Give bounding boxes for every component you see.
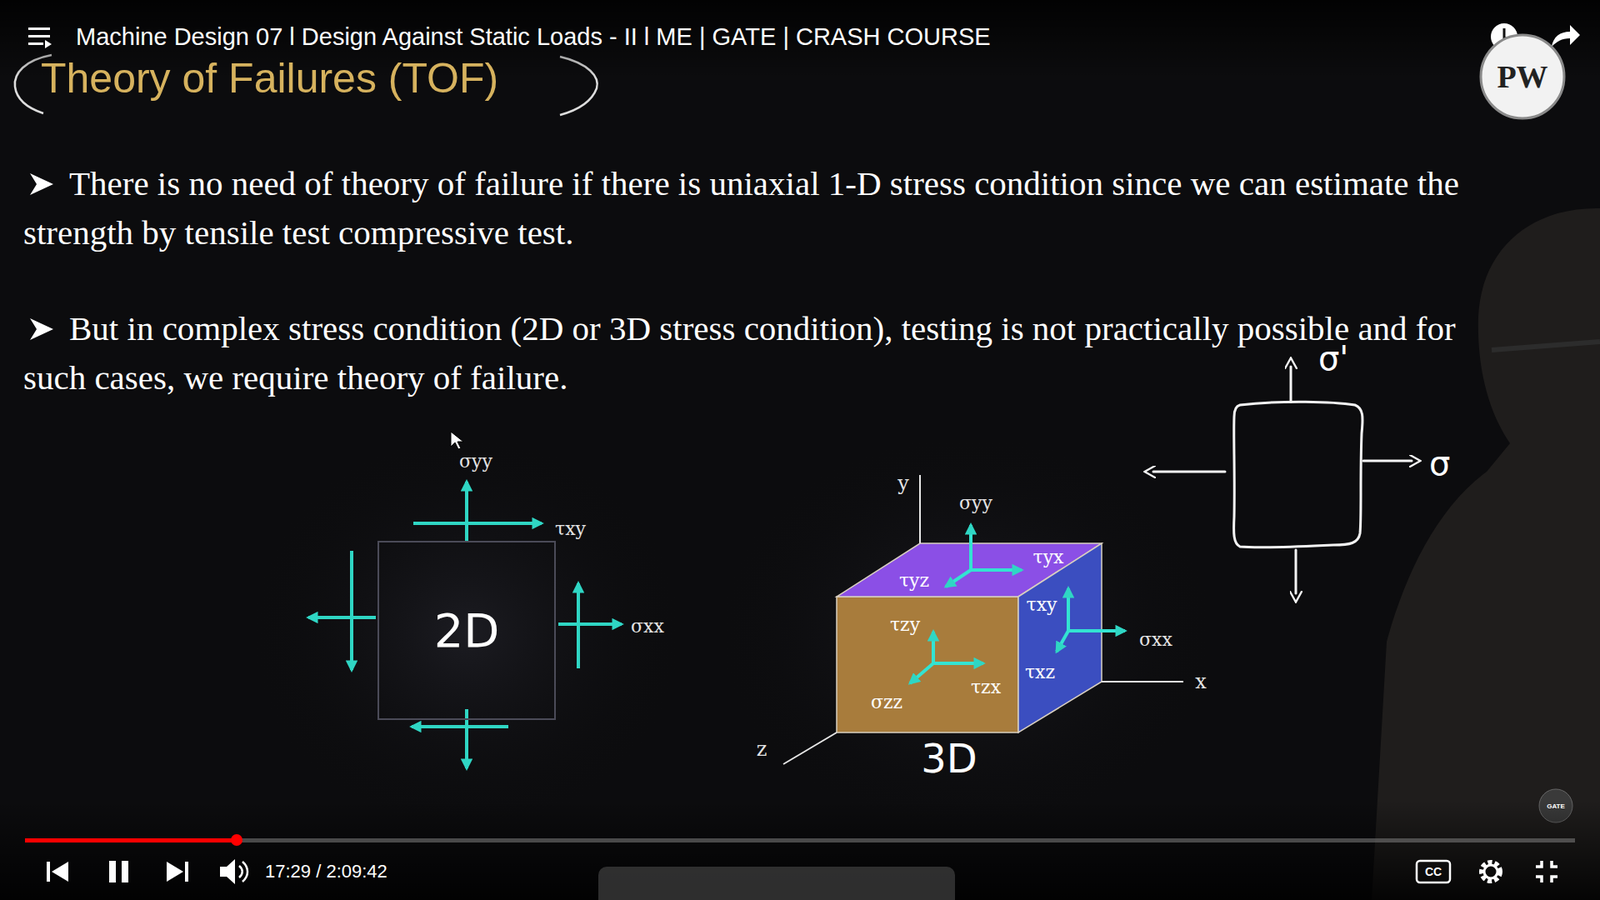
normal-arrow	[910, 663, 934, 684]
sketch-arrow	[1295, 550, 1298, 594]
axis-label: z	[756, 737, 768, 761]
shear-arrow	[413, 521, 542, 525]
bullet-text: But in complex stress condition (2D or 3…	[23, 304, 1515, 403]
shear-arrow	[970, 568, 1022, 572]
drawing-toolbar	[598, 866, 955, 900]
badge-text: GATE	[1546, 802, 1565, 810]
fullscreen-button	[1551, 876, 1558, 883]
axis-line	[919, 475, 921, 544]
menu-icon	[45, 40, 52, 49]
volume-button	[242, 861, 248, 882]
bullet-arrow	[30, 173, 54, 195]
stress-label: σyy	[959, 492, 993, 514]
presenter-glasses	[1491, 341, 1600, 350]
progress-played	[25, 838, 237, 843]
stress-label: σxx	[630, 615, 665, 637]
handwritten-label: σ	[1429, 444, 1450, 483]
stress-label: σzz	[870, 691, 903, 713]
stress-label: τzx	[970, 676, 1001, 698]
stress-label: σyy	[459, 450, 493, 472]
cube-front-face	[836, 596, 1019, 733]
normal-arrow	[465, 481, 469, 541]
normal-arrow	[465, 709, 469, 769]
bullet-text: There is no need of theory of failure if…	[23, 159, 1515, 258]
normal-arrow	[969, 525, 973, 570]
axis-label: x	[1195, 670, 1207, 694]
mouse-cursor	[450, 431, 464, 450]
logo-text: PW	[1496, 58, 1548, 95]
pause-button	[109, 860, 116, 883]
video-title: Machine Design 07 l Design Against Stati…	[75, 23, 991, 51]
sketch-element	[1234, 401, 1363, 548]
shear-arrow	[933, 661, 984, 665]
stress-label: τzy	[890, 614, 920, 635]
axis-line	[1101, 680, 1184, 683]
progress-handle	[230, 834, 243, 846]
top-bar	[0, 0, 1600, 80]
volume-button	[239, 865, 243, 878]
stress-label: τxz	[1025, 661, 1055, 683]
menu-icon	[28, 35, 50, 38]
settings-button	[1481, 862, 1500, 881]
fullscreen-button	[1535, 876, 1542, 883]
bullet-arrow	[30, 318, 54, 340]
node-label: 2D	[434, 603, 500, 658]
previous-button	[46, 861, 50, 882]
handwritten-label: 3D	[920, 735, 978, 782]
progress-track	[25, 838, 1575, 843]
normal-arrow	[308, 615, 376, 620]
menu-icon	[28, 27, 50, 30]
shear-arrow	[945, 570, 971, 587]
share-icon	[1551, 25, 1580, 47]
cube-right-face	[1018, 543, 1102, 733]
sketch-arrow	[1153, 470, 1225, 474]
axis-line	[783, 732, 837, 765]
time-display: 17:29 / 2:09:42	[265, 860, 388, 883]
presenter-silhouette	[1371, 208, 1600, 900]
stress-element: 2D	[377, 540, 556, 720]
stress-label: τyz	[899, 570, 930, 591]
next-button	[166, 861, 184, 882]
stress-label: σxx	[1139, 629, 1173, 650]
shear-arrow	[1066, 588, 1070, 631]
background-glow	[250, 433, 684, 834]
volume-button	[220, 859, 235, 885]
previous-button	[51, 861, 69, 882]
pause-button	[121, 860, 129, 883]
cc-button	[1416, 860, 1450, 883]
logo-circle	[1480, 35, 1565, 119]
settings-button	[1484, 865, 1498, 879]
shear-arrow	[350, 550, 354, 670]
cc-label: CC	[1425, 865, 1442, 879]
sketch-arrow	[1290, 366, 1293, 402]
fullscreen-button	[1535, 860, 1542, 867]
handwritten-label: σ'	[1318, 339, 1349, 378]
shear-arrow	[411, 725, 509, 729]
normal-arrow	[1068, 629, 1125, 633]
normal-arrow	[558, 622, 622, 626]
background-glow	[716, 433, 1217, 834]
axis-label: y	[897, 471, 910, 495]
stress-label: τxy	[555, 518, 586, 540]
shear-arrow	[1056, 630, 1069, 652]
stress-label: τxy	[1025, 594, 1057, 615]
sketch-arrow	[1363, 460, 1412, 463]
fullscreen-button	[1551, 860, 1558, 867]
next-button	[185, 861, 189, 882]
menu-icon	[28, 42, 44, 45]
stress-label: τyx	[1032, 546, 1064, 568]
slide-title: Theory of Failures (TOF)	[40, 54, 499, 103]
shear-arrow	[931, 631, 935, 664]
